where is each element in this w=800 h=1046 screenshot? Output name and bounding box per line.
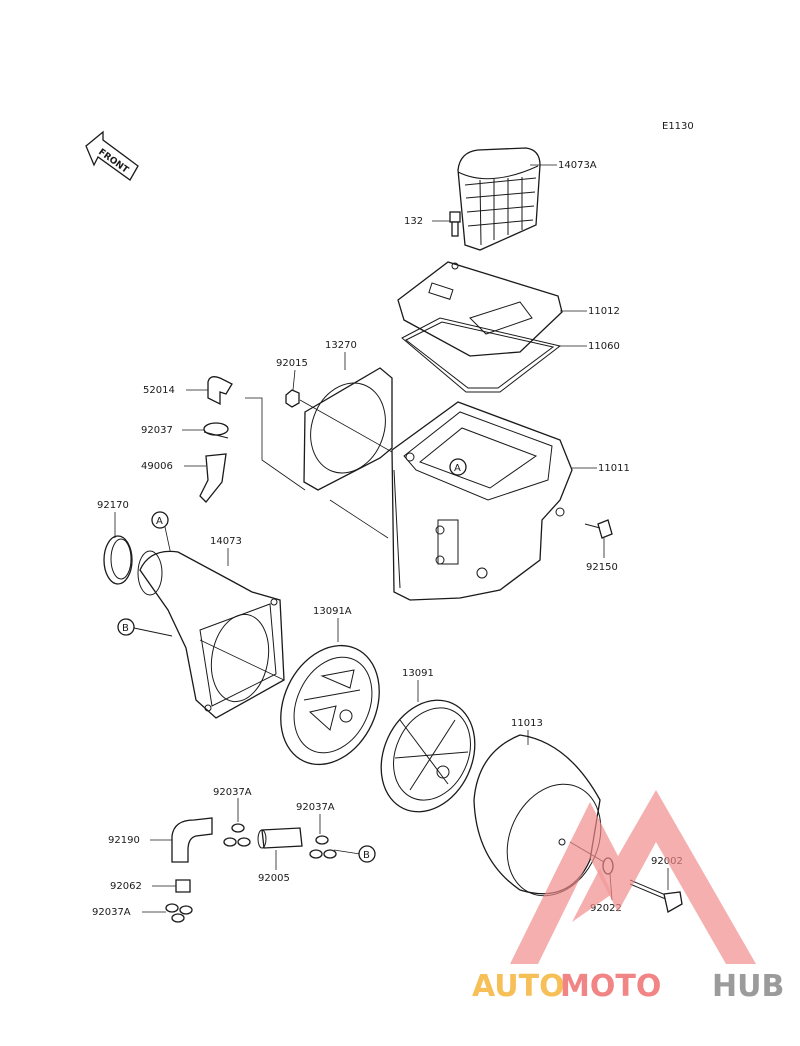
label-92005: 92005 (258, 873, 290, 884)
label-11013: 11013 (511, 718, 543, 729)
part-14073A-drawing (457, 147, 541, 251)
watermark-hub: HUB (712, 969, 784, 1004)
label-92062: 92062 (110, 881, 142, 892)
marker-B-right: B (363, 850, 370, 861)
label-14073A: 14073A (558, 160, 597, 171)
part-92015-nut (285, 389, 300, 408)
part-11012-cover (397, 261, 563, 357)
watermark-auto: AUTO (472, 969, 565, 1004)
part-92002-bolt (629, 879, 683, 914)
part-92005-pipe (257, 827, 303, 849)
part-92037A-clamp-2 (309, 835, 337, 859)
part-14073-duct (137, 550, 285, 719)
label-14073: 14073 (210, 536, 242, 547)
label-13270: 13270 (325, 340, 357, 351)
part-92170-band (103, 535, 133, 585)
part-13091A-plate (280, 644, 380, 766)
label-11011: 11011 (598, 463, 630, 474)
marker-B-left: B (122, 623, 129, 634)
label-92037A-2: 92037A (296, 802, 335, 813)
label-92190: 92190 (108, 835, 140, 846)
label-92170: 92170 (97, 500, 129, 511)
label-92002: 92002 (651, 856, 683, 867)
label-92022: 92022 (590, 903, 622, 914)
part-13270-gasket (303, 367, 393, 491)
label-92150: 92150 (586, 562, 618, 573)
part-92190-hose (171, 817, 213, 863)
label-49006: 49006 (141, 461, 173, 472)
part-11060-gasket (401, 317, 562, 393)
label-92015: 92015 (276, 358, 308, 369)
label-13091: 13091 (402, 668, 434, 679)
marker-A-left: A (156, 516, 163, 527)
label-11012: 11012 (588, 306, 620, 317)
label-52014: 52014 (143, 385, 175, 396)
part-11011-airbox (391, 401, 573, 601)
part-52014-elbow (207, 376, 233, 406)
label-132: 132 (404, 216, 423, 227)
label-92037A-1: 92037A (213, 787, 252, 798)
label-13091A: 13091A (313, 606, 352, 617)
watermark-moto: MOTO (560, 969, 661, 1004)
diagram-code: E1130 (662, 121, 694, 132)
part-92062-cap (175, 879, 191, 893)
part-92150-bolt (584, 519, 613, 539)
part-132-bolt (449, 211, 461, 237)
front-arrow-icon: FRONT (85, 130, 139, 181)
label-11060: 11060 (588, 341, 620, 352)
part-49006-funnel (199, 453, 227, 503)
part-13091-cage (380, 699, 476, 813)
part-92037A-clamp-3 (165, 903, 193, 923)
label-92037A-3: 92037A (92, 907, 131, 918)
watermark-logo: AUTO MOTO HUB (472, 790, 784, 1004)
part-92037A-clamp-1 (223, 823, 251, 847)
label-92037: 92037 (141, 425, 173, 436)
marker-A-airbox: A (454, 463, 461, 474)
